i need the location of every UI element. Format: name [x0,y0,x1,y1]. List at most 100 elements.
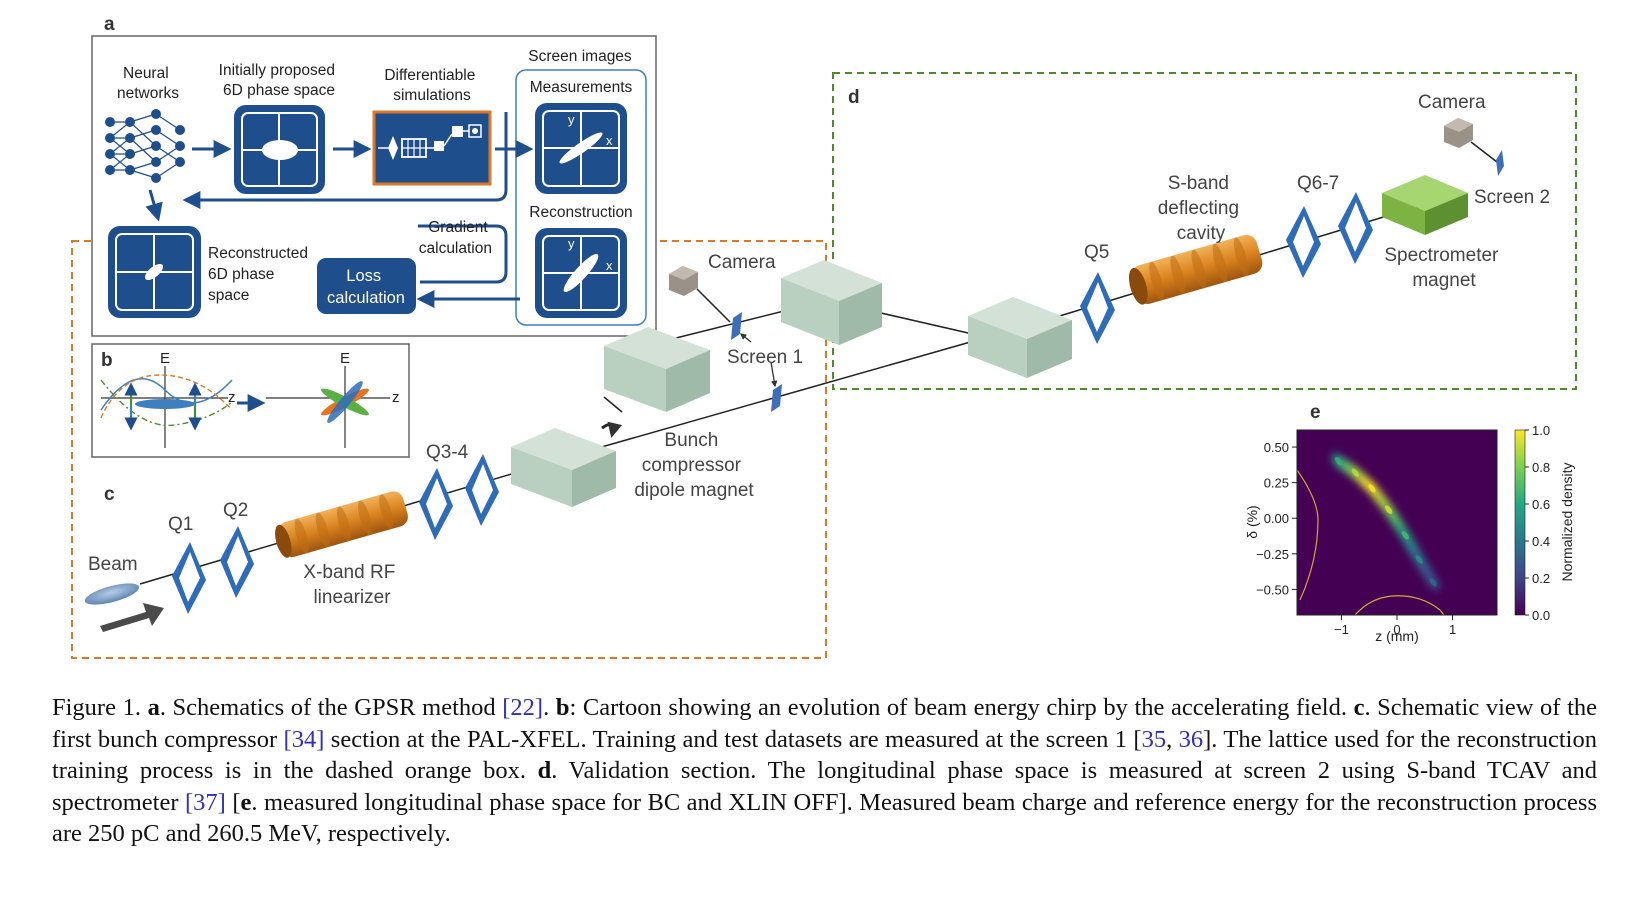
caption-letter-b: b [555,694,570,721]
colorbar-tick-label: 0.2 [1532,571,1550,586]
y-tick-label: 0.50 [1264,440,1289,455]
y-axis-ticks: 0.500.250.00−0.25−0.50 [1256,440,1297,597]
reconstruction-label: Reconstruction [529,204,632,221]
q1-label: Q1 [168,514,193,535]
dipole-magnet-4 [968,297,1072,378]
panel-b-letter: b [101,350,113,371]
panel-b-energy-left: E [160,350,170,367]
colorbar-tick-label: 0.4 [1532,534,1550,549]
neural-networks-label: Neural networks [117,65,179,102]
quadrupole-q1 [172,542,206,614]
caption-text: : Cartoon showing an evolution of beam e… [569,694,1354,721]
quadrupole-q7 [1338,192,1373,264]
dipole-magnet-3 [781,260,882,345]
dipole-magnet-1 [511,428,616,507]
spectrometer-magnet [1382,175,1468,235]
beamline-panel-c: c Beam Q1 Q2 [84,205,1426,632]
z-projection-curve [1354,595,1445,615]
screen-2-icon [1496,150,1504,176]
quadrupole-q6 [1286,206,1321,278]
colorbar-tick-label: 0.6 [1532,497,1550,512]
simulation-glyphs [378,124,482,160]
density-core [1415,555,1423,564]
y-tick-label: −0.25 [1256,547,1289,562]
beam-direction-arrow [100,603,164,632]
spectrometer-label: Spectrometer magnet [1384,245,1503,291]
sband-label: S-band deflecting cavity [1158,173,1245,244]
measurement-axis-x: x [606,133,613,148]
panel-c-letter: c [104,484,115,505]
screen-1-label: Screen 1 [727,347,803,368]
reconstruction-beam [563,253,599,293]
colorbar-label: Normalized density [1559,462,1575,581]
caption-text: ]. The lattice used for the reconstructi… [52,725,1597,785]
curved-arrow-icon [601,421,623,438]
caption-text: . Validation section. The longitudinal p… [52,757,1598,816]
x-axis-label: z (mm) [1375,628,1419,644]
figure-caption: Figure 1. a. Schematics of the GPSR meth… [52,692,1597,850]
camera-1-icon [669,266,698,296]
rf-field-wave [100,378,233,411]
colorbar [1514,429,1526,616]
reconstructed-beam [144,263,164,281]
screen-images-panel [515,69,647,326]
xband-linearizer-cavity [275,491,408,558]
flow-arrows [145,112,534,308]
reconstruction-axis-x: x [606,258,613,273]
reconstructed-label: Reconstructed 6D phase space [208,245,312,304]
x-tick-label: 1 [1449,622,1456,637]
chirp-ellipse-blue [327,381,363,423]
panel-b-z-right: z [392,389,400,406]
caption-letter-d: d [537,757,552,784]
y-tick-label: −0.50 [1256,582,1289,597]
figure-1: a Neural networks I [71,14,1577,659]
quadrupole-q4 [465,454,499,526]
differentiable-simulations-label: Differentiable simulations [384,67,479,104]
q2-label: Q2 [223,500,248,521]
caption-text: [ [225,788,241,816]
colorbar-tick-label: 0.8 [1532,460,1550,475]
panel-a: a Neural networks I [91,14,657,337]
rf-field-wave-green [100,379,233,427]
panel-e-letter: e [1310,402,1321,423]
quadrupole-q5 [1080,272,1115,344]
caption-text: , [1166,725,1179,753]
caption-text: . Schematics of the GPSR method [159,694,503,721]
screen-2-label: Screen 2 [1474,187,1550,208]
caption-letter-e: e [240,788,252,816]
caption-text: . [543,694,556,721]
quadrupole-q2 [220,526,254,598]
heatmap-density [1331,453,1440,591]
density-core [1385,505,1393,514]
citation-22[interactable]: [22] [502,694,544,721]
screen-1-icon-lower [771,384,782,412]
q5-label: Q5 [1084,242,1109,263]
panel-b-bunch [135,399,195,409]
panel-b-z-left: z [228,389,236,406]
q67-label: Q6-7 [1297,173,1339,194]
citation-37[interactable]: [37] [185,788,226,816]
density-core [1335,457,1343,466]
y-axis-label: δ (%) [1244,505,1260,538]
citation-36[interactable]: 36 [1178,725,1204,753]
x-tick-label: 0 [1393,622,1400,637]
panel-d-letter: d [848,87,860,108]
camera-1-label: Camera [708,252,776,273]
y-tick-label: 0.00 [1264,511,1289,526]
dipole-connector-line [603,396,623,413]
citation-34[interactable]: [34] [283,725,325,753]
initial-beam-ellipse [262,140,298,160]
colorbar-tick-label: 0.0 [1532,608,1550,623]
gradient-calculation-label: Gradient calculation [419,219,492,257]
citation-35[interactable]: 35 [1141,725,1167,753]
initial-phase-space-label: Initially proposed 6D phase space [219,62,340,99]
panel-a-letter: a [104,14,115,35]
caption-text: . measured longitudinal phase space for … [52,788,1597,848]
quadrupole-q3 [419,468,453,540]
density-core [1351,468,1359,477]
bunch-compressor-label: Bunch compressor dipole magnet [634,430,754,501]
camera-2-icon [1444,118,1473,148]
camera-2-label: Camera [1418,92,1486,113]
